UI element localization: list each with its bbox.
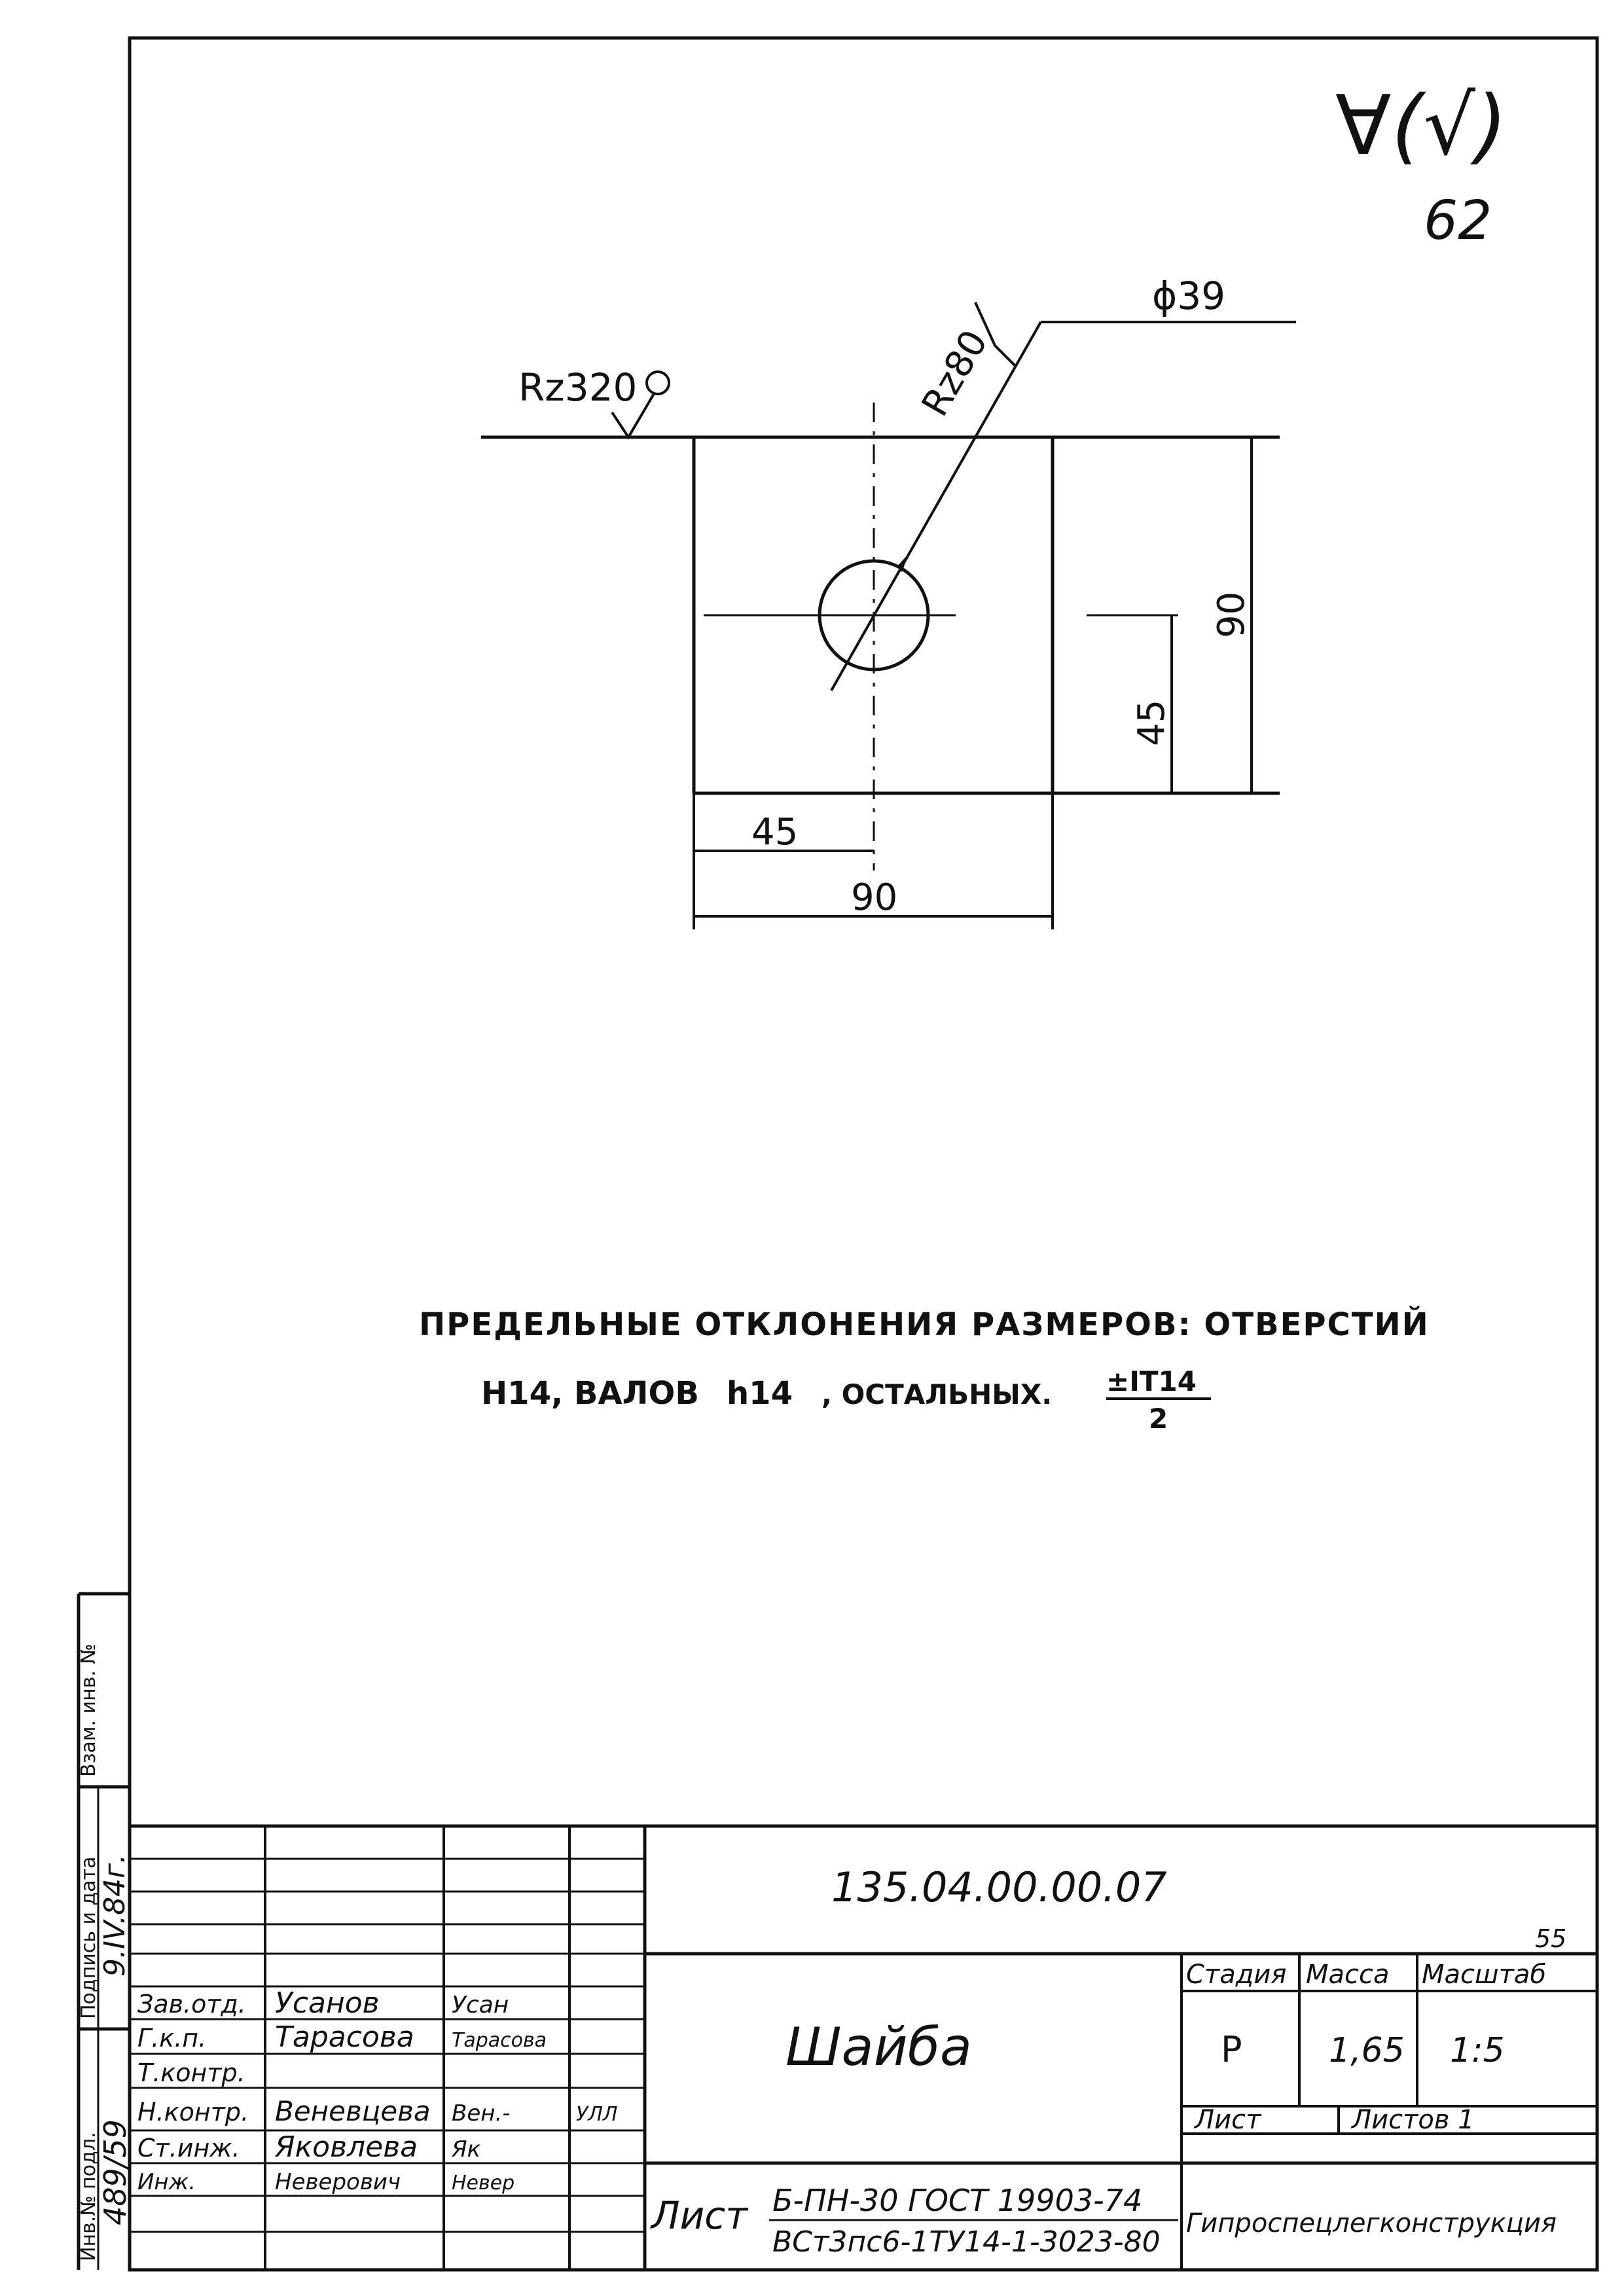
material-bottom: ВСт3пс6-1ТУ14-1-3023-80 — [772, 2225, 1161, 2259]
signer-name: Веневцева — [275, 2095, 431, 2127]
tolerance-note: ПРЕДЕЛЬНЫЕ ОТКЛОНЕНИЯ РАЗМЕРОВ: ОТВЕРСТИ… — [419, 1306, 1430, 1435]
signer-name: Неверович — [275, 2169, 401, 2195]
side-sign-date-value: 9.IV.84г. — [98, 1854, 132, 1977]
signer-date: УЛЛ — [576, 2103, 617, 2126]
signer-name: Усанов — [275, 1986, 380, 2020]
side-replace-inv: Взам. инв. № — [77, 1643, 100, 1777]
signer-role: Инж. — [137, 2169, 196, 2195]
page-number: 62 — [1424, 190, 1492, 252]
side-inv-orig: Инв.№ подл. — [77, 2132, 100, 2261]
hole — [818, 559, 930, 672]
title-block: 135.04.00.00.07 55 Шайба Стадия Масса Ма… — [130, 1824, 1597, 2270]
signer-signature: Як — [451, 2136, 481, 2162]
signer-name: Яковлева — [274, 2130, 418, 2164]
col-stage-label: Стадия — [1186, 1960, 1286, 1990]
signer-signature: Вен.- — [452, 2100, 511, 2126]
material-prefix: Лист — [650, 2193, 749, 2238]
hole-diameter-label: ϕ39 — [1152, 274, 1225, 318]
hole-roughness-label: Rz80 — [914, 323, 996, 423]
material-top: Б-ПН-30 ГОСТ 19903-74 — [772, 2183, 1142, 2218]
dim-width-total: 90 — [851, 876, 897, 919]
col-mass-label: Масса — [1306, 1960, 1390, 1990]
note-line-2b: h14 — [727, 1375, 793, 1412]
washer-drawing: Rz320 Rz80 ϕ39 90 45 45 90 — [481, 274, 1296, 929]
stage-value: Р — [1221, 2029, 1242, 2070]
signer-signature: Невер — [452, 2172, 514, 2195]
dim-width-half: 45 — [751, 811, 798, 853]
roughness-corner-mark: ∀(√) — [1335, 79, 1507, 173]
organization: Гипроспецлегконструкция — [1186, 2208, 1557, 2238]
surface-roughness-label: Rz320 — [518, 365, 637, 410]
side-inv-orig-value: 489/59 — [98, 2119, 133, 2225]
tolerance-denominator: 2 — [1149, 1403, 1168, 1435]
sheets-label: Листов 1 — [1350, 2105, 1475, 2135]
signer-role: Г.к.п. — [137, 2024, 206, 2053]
note-line-1: ПРЕДЕЛЬНЫЕ ОТКЛОНЕНИЯ РАЗМЕРОВ: ОТВЕРСТИ… — [419, 1306, 1430, 1343]
scale-value: 1:5 — [1450, 2031, 1505, 2070]
signer-role: Н.контр. — [137, 2098, 249, 2126]
note-line-2c: , ОСТАЛЬНЫХ. — [821, 1378, 1052, 1410]
signer-role: Т.контр. — [137, 2058, 245, 2087]
side-sign-date: Подпись и дата — [77, 1857, 100, 2020]
signer-signature: Усан — [452, 1992, 509, 2018]
sheet-frame — [128, 36, 1599, 2272]
signer-role: Ст.инж. — [137, 2134, 240, 2162]
sheet-small-number: 55 — [1535, 1924, 1566, 1953]
sheet-label: Лист — [1193, 2105, 1262, 2135]
part-name: Шайба — [785, 2017, 972, 2077]
side-stamp: Взам. инв. № Подпись и дата 9.IV.84г. Ин… — [77, 1592, 133, 2270]
dim-height-half: 45 — [1130, 700, 1173, 746]
doc-code: 135.04.00.00.07 — [831, 1863, 1167, 1911]
note-line-2a: Н14, ВАЛОВ — [481, 1375, 699, 1412]
signer-signature: Тарасова — [452, 2029, 547, 2052]
tolerance-numerator: ±IT14 — [1106, 1365, 1197, 1397]
dim-height-total: 90 — [1210, 592, 1253, 638]
signer-name: Тарасова — [275, 2020, 414, 2054]
signer-role: Зав.отд. — [137, 1990, 246, 2018]
mass-value: 1,65 — [1329, 2031, 1405, 2070]
col-scale-label: Масштаб — [1422, 1960, 1546, 1990]
